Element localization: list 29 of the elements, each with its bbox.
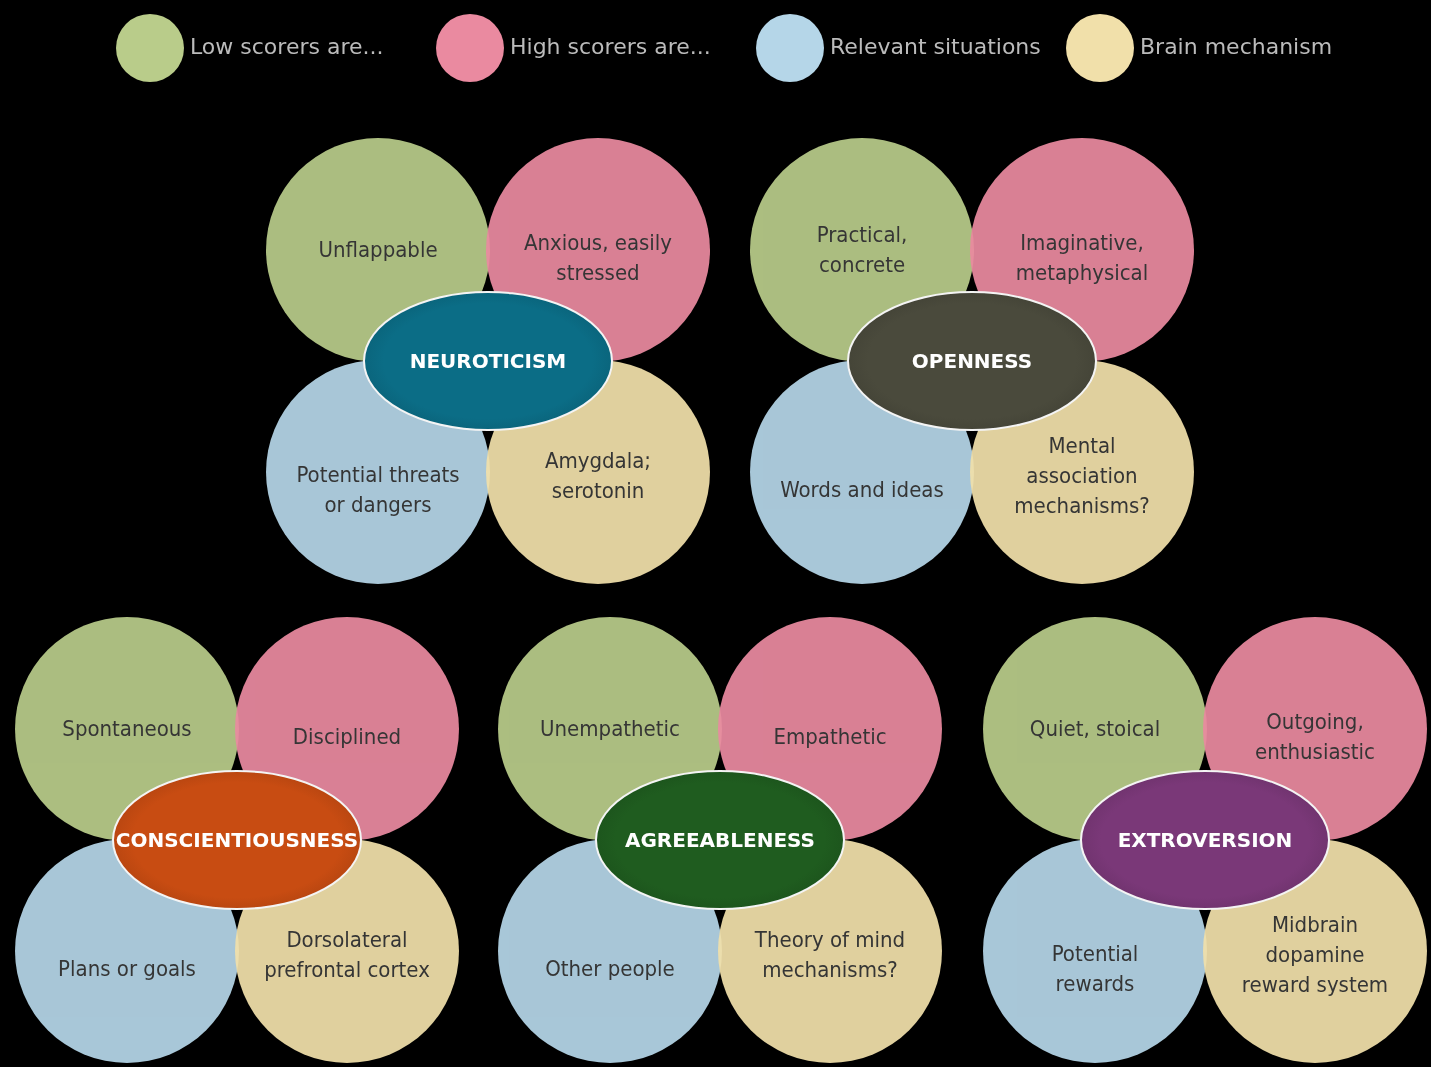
legend-label: Relevant situations: [830, 34, 1041, 59]
circle-text: Words and ideas: [779, 476, 945, 504]
circle-text: Amygdala; serotonin: [543, 447, 653, 505]
circle-text: Disciplined: [291, 723, 403, 751]
circle-text: Potential rewards: [1050, 940, 1140, 998]
trait-name: CONSCIENTIOUSNESS: [115, 828, 359, 852]
circle-text: Other people: [544, 955, 676, 983]
circle-text: Mental association mechanisms?: [1013, 432, 1151, 520]
trait-name: AGREEABLENESS: [624, 828, 816, 852]
circle-text: Outgoing, enthusiastic: [1254, 708, 1376, 766]
circle-text: Unflappable: [317, 236, 439, 264]
circle-text: Potential threats or dangers: [295, 461, 461, 519]
circle-text: Spontaneous: [61, 715, 193, 743]
circle-text: Theory of mind mechanisms?: [753, 926, 907, 984]
circle-text: Plans or goals: [57, 955, 197, 983]
trait-name: NEUROTICISM: [409, 349, 567, 373]
circle-text: Unempathetic: [539, 715, 681, 743]
circle-text: Practical, concrete: [815, 221, 909, 279]
trait-name: EXTROVERSION: [1117, 828, 1293, 852]
circle-text: Quiet, stoical: [1028, 715, 1162, 743]
circle-text: Imaginative, metaphysical: [1014, 229, 1150, 287]
circle-text: Midbrain dopamine reward system: [1240, 911, 1390, 999]
circle-text: Empathetic: [772, 723, 888, 751]
legend-label: High scorers are...: [510, 34, 711, 59]
circle-text: Anxious, easily stressed: [522, 229, 674, 287]
circle-text: Dorsolateral prefrontal cortex: [263, 926, 431, 984]
legend-label: Low scorers are...: [190, 34, 384, 59]
legend-label: Brain mechanism: [1140, 34, 1333, 59]
trait-name: OPENNESS: [911, 349, 1033, 373]
